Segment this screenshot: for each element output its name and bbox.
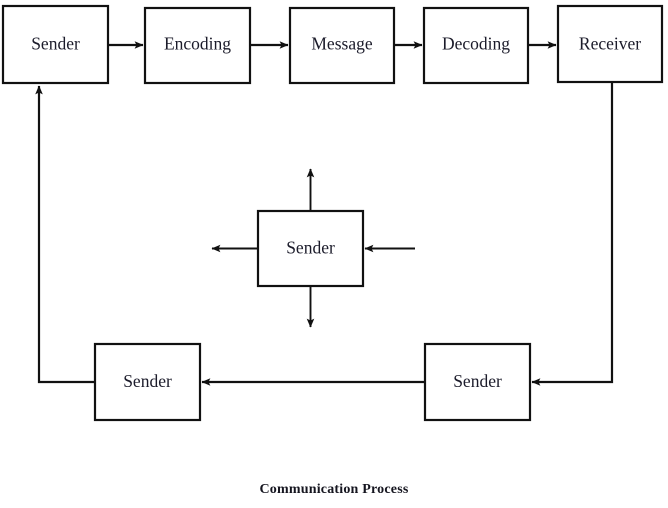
- node-receiver: Receiver: [556, 4, 664, 84]
- encoding-label: Encoding: [164, 34, 231, 54]
- node-sender-bottom-right: Sender: [423, 342, 532, 422]
- node-sender-bottom-left: Sender: [93, 342, 202, 422]
- encoding-box: [143, 6, 252, 85]
- message-box: [288, 6, 396, 85]
- node-sender-top: Sender: [1, 4, 110, 85]
- sender-bottom-left-box: [93, 342, 202, 422]
- sender-bottom-right-label: Sender: [453, 371, 502, 391]
- decoding-box: [422, 6, 530, 85]
- edge-sender-bottom-left-to-sender-top: [35, 85, 95, 384]
- receiver-box: [556, 4, 664, 84]
- node-message: Message: [288, 6, 396, 85]
- sender-top-box: [1, 4, 110, 85]
- node-encoding: Encoding: [143, 6, 252, 85]
- message-label: Message: [311, 34, 372, 54]
- node-sender-center: Sender: [256, 209, 365, 288]
- sender-bottom-left-label: Sender: [123, 371, 172, 391]
- node-decoding: Decoding: [422, 6, 530, 85]
- receiver-label: Receiver: [579, 34, 641, 54]
- sender-bottom-right-box: [423, 342, 532, 422]
- decoding-label: Decoding: [442, 34, 510, 54]
- sender-center-label: Sender: [286, 238, 335, 258]
- sender-top-label: Sender: [31, 34, 80, 54]
- diagram-caption: Communication Process: [259, 482, 409, 497]
- edge-receiver-to-sender-bottom-right: [531, 83, 614, 386]
